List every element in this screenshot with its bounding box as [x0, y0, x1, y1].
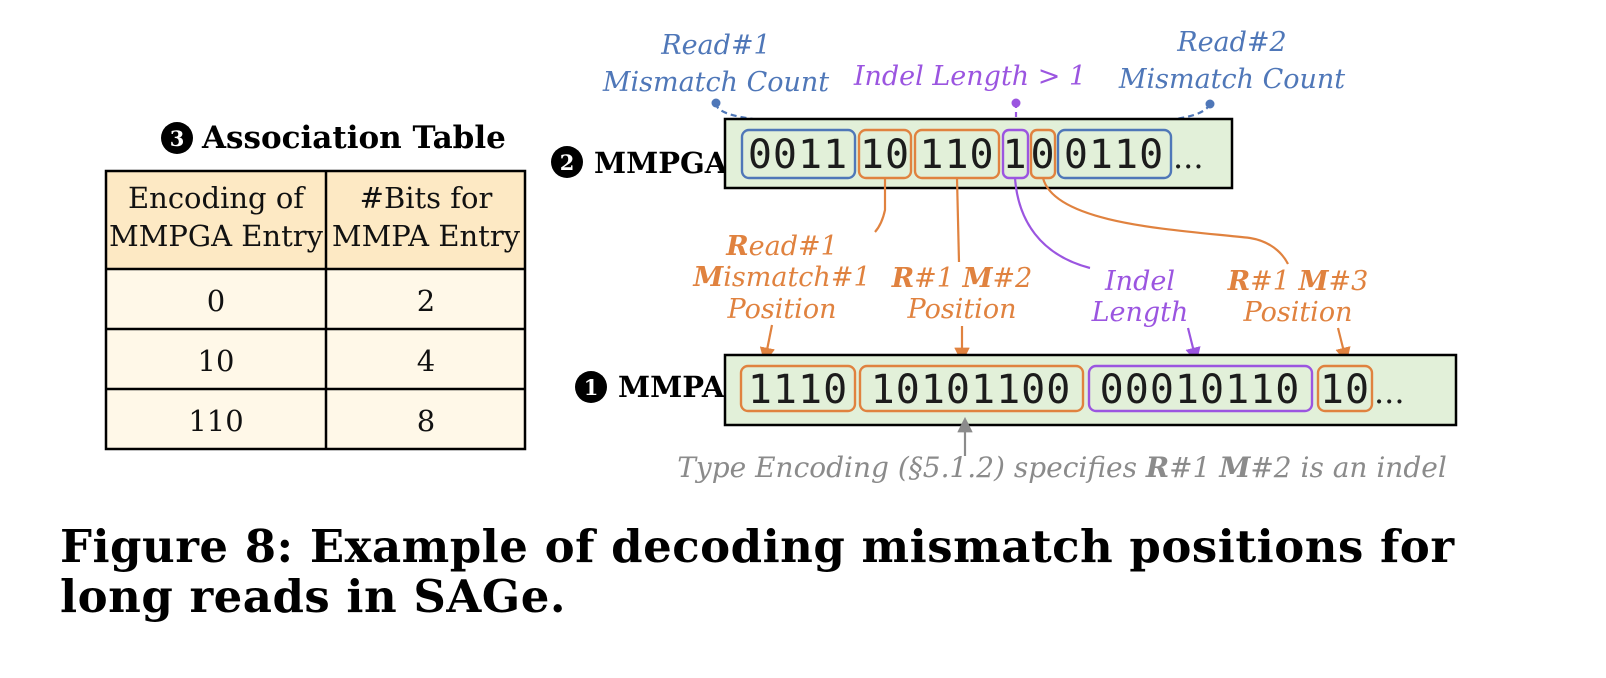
header-encoding-line2: MMPGA Entry [109, 219, 324, 253]
mmpa-group-indel [1087, 364, 1314, 413]
indel-length-label-line2: Length [1091, 297, 1189, 328]
r1m1-label-line3: Position [727, 294, 837, 325]
m2-connector [955, 177, 961, 263]
middle-annotations: Read#1 Mismatch#1 Position R#1 M#2 Posit… [692, 177, 1369, 364]
mmpga-bits-m1: 10 [860, 132, 910, 178]
mmpa-bits-m2: 10101100 [871, 367, 1072, 413]
association-table: 3 Association Table Encoding of MMPGA En… [104, 120, 527, 451]
row-1-encoding: 0 [207, 284, 225, 318]
indel-connector [1013, 177, 1091, 270]
mmpga-bits-indel: 1 [1002, 132, 1027, 178]
mmpga-group-read2-count [1056, 128, 1173, 180]
mmpa-bits-indel: 00010110 [1100, 367, 1301, 413]
read2-count-label-line2: Mismatch Count [1118, 64, 1345, 95]
mmpga-row: 2 MMPGA 0011 10 110 1 0 0110 ... [551, 117, 1234, 190]
m3-connector [1041, 177, 1289, 265]
r1m3-label-line2: Position [1243, 297, 1353, 328]
r1m1-label-line1: Read#1 [725, 231, 838, 262]
mmpga-bits-m2: 110 [919, 132, 994, 178]
mmpga-bits-read1-count: 0011 [748, 132, 848, 178]
mmpa-group-m1 [739, 364, 857, 413]
r1m3-label-line1: R#1 M#3 [1227, 266, 1369, 297]
mmpa-label: MMPA [618, 370, 725, 404]
mmpa-bits-m1: 1110 [748, 367, 848, 413]
step-2-marker [551, 146, 583, 178]
mmpa-group-m2 [858, 364, 1085, 413]
step-1-marker [575, 371, 607, 403]
table-title: Association Table [201, 120, 506, 156]
mmpga-bits-m3: 0 [1030, 132, 1055, 178]
mmpga-ellipsis: ... [1173, 138, 1204, 176]
step-3-marker [161, 122, 193, 154]
step-1-number: 1 [584, 375, 599, 400]
figure-caption: Figure 8: Example of decoding mismatch p… [60, 520, 1455, 623]
row-2-bits: 4 [417, 344, 435, 378]
diagram-canvas: 3 Association Table Encoding of MMPGA En… [104, 27, 1458, 484]
read1-count-label-line1: Read#1 [660, 30, 771, 61]
mmpa-row: 1 MMPA 1110 10101100 00010110 10 ... Typ… [575, 353, 1458, 484]
read1-count-label-line2: Mismatch Count [602, 67, 829, 98]
table-header-bg [106, 171, 525, 269]
type-encoding-note: Type Encoding (§5.1.2) specifies R#1 M#2… [677, 451, 1447, 484]
mmpga-bits-read2-count: 0110 [1064, 132, 1164, 178]
table-body-bg [106, 269, 525, 449]
mmpa-group-m3 [1316, 364, 1374, 413]
header-bits-line1: #Bits for [360, 181, 493, 215]
r1m2-label-line2: Position [907, 294, 1017, 325]
r1m1-label-line2: Mismatch#1 [692, 262, 870, 293]
top-annotations: Read#1 Mismatch Count Indel Length > 1 R… [602, 27, 1345, 136]
mmpga-group-read1-count [740, 128, 857, 180]
table-border [104, 169, 527, 451]
mmpga-label: MMPGA [594, 146, 728, 180]
row-2-encoding: 10 [198, 344, 235, 378]
header-bits-line2: MMPA Entry [332, 219, 521, 253]
indel-gt1-label: Indel Length > 1 [853, 61, 1086, 92]
row-3-encoding: 110 [188, 404, 243, 438]
read2-count-label-line1: Read#2 [1176, 27, 1287, 58]
indel-length-label-line1: Indel [1104, 266, 1175, 297]
m1-connector [874, 178, 887, 233]
row-1-bits: 2 [417, 284, 435, 318]
mmpa-bits-m3: 10 [1320, 367, 1370, 413]
mmpa-ellipsis: ... [1374, 373, 1405, 411]
header-encoding-line1: Encoding of [128, 181, 306, 215]
step-3-number: 3 [170, 126, 185, 151]
row-3-bits: 8 [417, 404, 435, 438]
step-2-number: 2 [560, 150, 575, 175]
r1m2-label-line1: R#1 M#2 [891, 263, 1033, 294]
